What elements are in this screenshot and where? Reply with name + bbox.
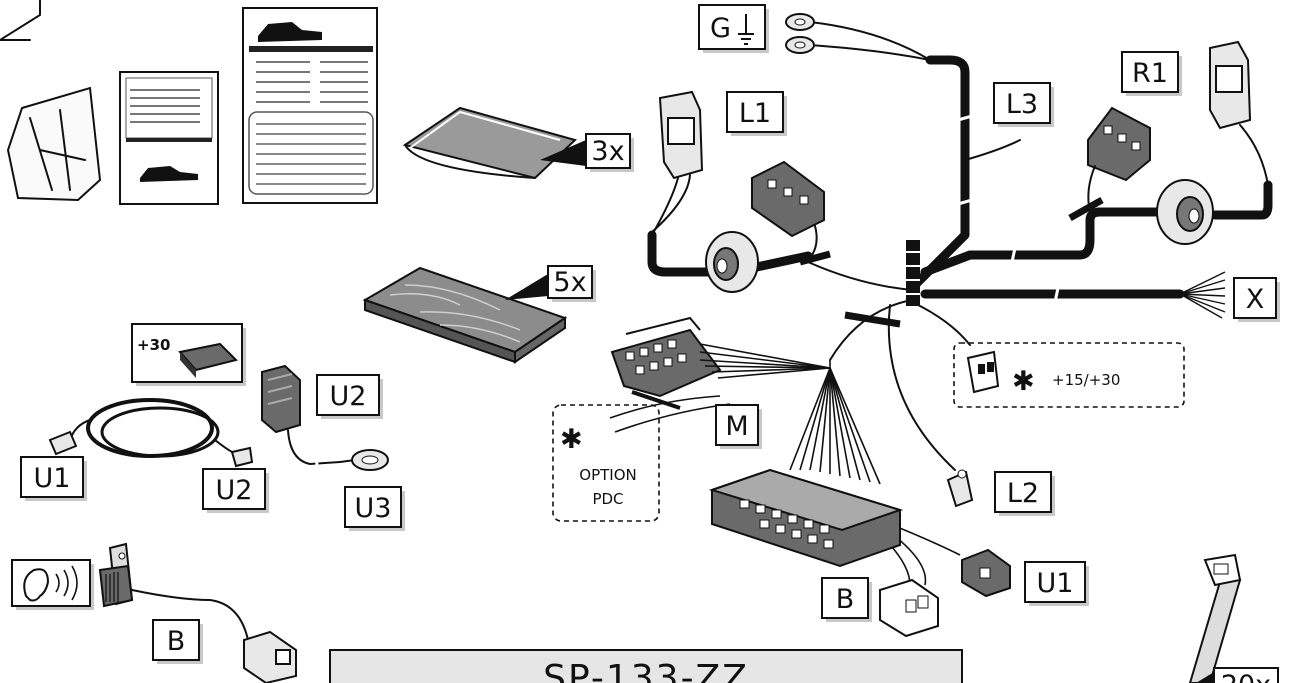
grommet-l1 [705, 231, 759, 293]
asterisk-icon: ✱ [560, 424, 583, 455]
ear-sound-icon [23, 568, 50, 602]
svg-text:B: B [167, 626, 186, 657]
foam-pad [362, 266, 568, 364]
b-small-plug [879, 578, 939, 638]
ground-symbol-icon [738, 14, 754, 45]
svg-text:L2: L2 [1007, 478, 1039, 509]
ground-label: G [698, 4, 769, 53]
grommet-r1 [1156, 179, 1214, 245]
ties-quantity-tag: 20x [1196, 667, 1279, 683]
l2-label: L2 [994, 471, 1055, 516]
l3-label: L3 [993, 82, 1054, 127]
u2-cable-label: U2 [202, 468, 269, 513]
relay-module-box: +30 [131, 323, 246, 386]
pdc-text: PDC [592, 490, 623, 508]
adhesive-film [402, 106, 577, 180]
svg-text:L3: L3 [1006, 89, 1038, 120]
pad-quantity: 5x [553, 267, 586, 298]
x-wire-fan [1179, 271, 1226, 319]
plus30-label: +30 [137, 336, 170, 354]
u1-harness-label: U1 [1024, 561, 1089, 606]
plastic-bag-icon [6, 86, 102, 202]
cable-tie-icon [799, 196, 1104, 328]
svg-text:U1: U1 [1037, 568, 1074, 599]
harness-clamp [906, 240, 920, 306]
svg-text:U3: U3 [355, 493, 392, 524]
svg-text:U1: U1 [34, 463, 71, 494]
u2-plug [261, 364, 389, 471]
buzzer-sign [11, 559, 94, 610]
kit-code-title: SP-133-ZZ [543, 658, 749, 683]
manual-booklet-small [119, 71, 219, 205]
power-supply-text: +15/+30 [1052, 371, 1120, 389]
u1-u2-cable [48, 398, 254, 468]
u2-plug-label: U2 [316, 374, 383, 419]
asterisk-icon: ✱ [1012, 366, 1035, 397]
pad-quantity-tag: 5x [505, 265, 596, 302]
u1-kit-label: U1 [20, 456, 87, 501]
svg-text:U2: U2 [330, 381, 367, 412]
m-connector [610, 316, 722, 410]
l1-connector [651, 90, 704, 236]
film-quantity-tag: 3x [540, 133, 634, 172]
power-supply-note: ✱ +15/+30 [953, 342, 1185, 408]
u3-label: U3 [344, 486, 405, 531]
l2-terminal [946, 469, 974, 508]
svg-text:B: B [836, 584, 855, 615]
svg-text:M: M [725, 411, 748, 442]
u1-harness-plug [961, 548, 1011, 598]
svg-text:R1: R1 [1132, 58, 1168, 89]
ties-quantity: 20x [1221, 670, 1271, 683]
harness-main-wires [647, 13, 1273, 471]
cable-tie-large [1188, 553, 1242, 683]
car-icon [258, 22, 322, 42]
b-main-label: B [821, 577, 872, 622]
svg-text:G: G [710, 13, 731, 44]
manual-booklet-large [242, 7, 378, 204]
option-text: OPTION [579, 466, 636, 484]
svg-text:U2: U2 [216, 475, 253, 506]
x-label: X [1233, 277, 1280, 322]
r1-mating-connector [1087, 106, 1151, 213]
b-buzzer-label: B [152, 619, 203, 664]
svg-text:X: X [1246, 284, 1265, 315]
l1-label: L1 [726, 91, 787, 136]
film-quantity: 3x [591, 136, 624, 167]
l1-mating-connector [751, 160, 825, 259]
m-label: M [715, 404, 762, 449]
car-icon [140, 166, 198, 182]
r1-connector [1209, 40, 1269, 186]
b-wire-fan [789, 367, 961, 586]
buzzer [98, 542, 297, 683]
box-corner [0, 0, 41, 41]
title-plate: SP-133-ZZ [329, 649, 963, 683]
svg-text:L1: L1 [739, 98, 771, 129]
option-pdc-note: ✱ OPTION PDC [552, 404, 660, 522]
r1-label: R1 [1121, 51, 1182, 96]
b-connector [708, 468, 904, 568]
